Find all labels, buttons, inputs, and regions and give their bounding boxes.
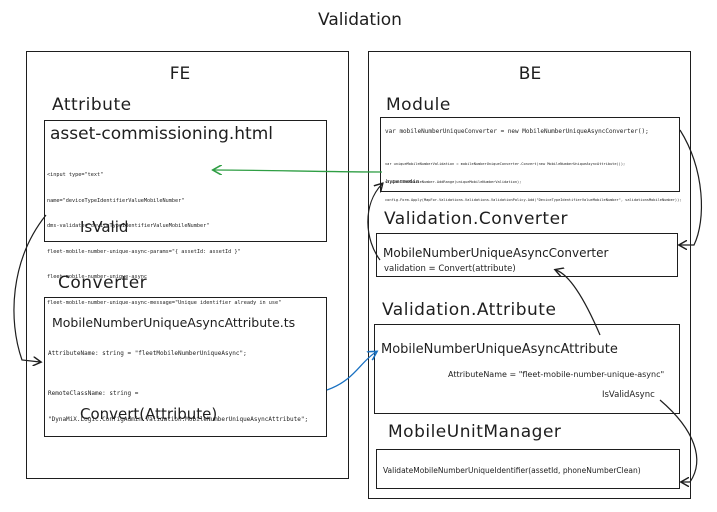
ts-file-name: MobileNumberUniqueAsyncAttribute.ts	[52, 315, 296, 330]
ts-remote-class-name: RemoteClassName: string = "DynaMiX.Logic…	[48, 373, 308, 433]
arrow-module-to-converter	[680, 129, 703, 245]
html-file-name: asset-commissioning.html	[50, 124, 274, 144]
arrow-ts-to-be-attribute	[326, 352, 376, 391]
ts-file-box	[44, 297, 327, 437]
converter-class-name: MobileNumberUniqueAsyncConverter	[383, 246, 609, 260]
manager-call: ValidateMobileNumberUniqueIdentifier(ass…	[383, 466, 641, 475]
isvalidasync-label: IsValidAsync	[602, 390, 655, 400]
be-manager-section-label: MobileUnitManager	[388, 422, 562, 442]
fe-heading: FE	[169, 64, 191, 84]
be-panel	[368, 51, 691, 499]
ts-remote-line: RemoteClassName: string =	[48, 390, 139, 397]
arrow-hypermedia-to-html	[214, 170, 383, 172]
fe-attribute-section-label: Attribute	[52, 95, 132, 115]
be-converter-section-label: Validation.Converter	[384, 209, 569, 229]
html-code-line: fleet-mobile-number-unique-async	[47, 274, 147, 280]
module-hypermedia: hypermedia	[386, 179, 420, 185]
arrow-isvalidasync-to-manager	[659, 399, 698, 482]
ts-attribute-name: AttributeName: string = "fleetMobileNumb…	[48, 350, 247, 357]
convert-call-label: Convert(Attribute)	[80, 405, 218, 423]
html-code-block: <input type="text" name="deviceTypeIdent…	[47, 154, 281, 316]
attribute-box	[374, 324, 680, 414]
html-code-line: fleet-mobile-number-unique-async-message…	[47, 299, 282, 306]
diagram-title: Validation	[318, 10, 402, 30]
arrow-converter-to-module	[367, 184, 382, 261]
attribute-name-value: AttributeName = "fleet-mobile-number-uni…	[448, 370, 665, 379]
module-code-line: validationsMobileNumber.AddRange(uniqueM…	[385, 180, 522, 184]
arrow-html-to-ts	[13, 214, 47, 362]
module-code-line: config.Form.Apply(MapFor.Validations.Val…	[385, 198, 682, 202]
fe-panel	[26, 51, 349, 479]
html-code-line: name="deviceTypeIdentifierValueMobileNum…	[47, 197, 185, 204]
ts-remote-line: "DynaMiX.Logic.ConfigAdmin.Validation.Mo…	[48, 415, 309, 423]
isvalid-label: IsValid	[80, 218, 129, 236]
be-attribute-section-label: Validation.Attribute	[382, 300, 557, 320]
module-line-1: var mobileNumberUniqueConverter = new Mo…	[385, 128, 649, 135]
html-code-line: fleet-mobile-number-unique-async-params=…	[47, 248, 241, 255]
module-box	[380, 117, 680, 192]
converter-body: validation = Convert(attribute)	[384, 264, 516, 274]
fe-converter-section-label: Converter	[58, 273, 148, 293]
manager-box	[376, 449, 680, 489]
module-code-block: var uniqueMobileNumberValidation = mobil…	[385, 149, 681, 209]
module-code-line: var uniqueMobileNumberValidation = mobil…	[385, 162, 626, 166]
attribute-class-name: MobileNumberUniqueAsyncAttribute	[381, 342, 618, 357]
arrow-attribute-to-converter	[556, 270, 601, 336]
html-code-line: dms-validate="deviceTypeIdentifierValueM…	[47, 223, 210, 229]
be-module-section-label: Module	[386, 95, 451, 115]
be-heading: BE	[518, 64, 542, 84]
html-file-box	[44, 120, 327, 242]
html-code-line: <input type="text"	[47, 172, 104, 178]
